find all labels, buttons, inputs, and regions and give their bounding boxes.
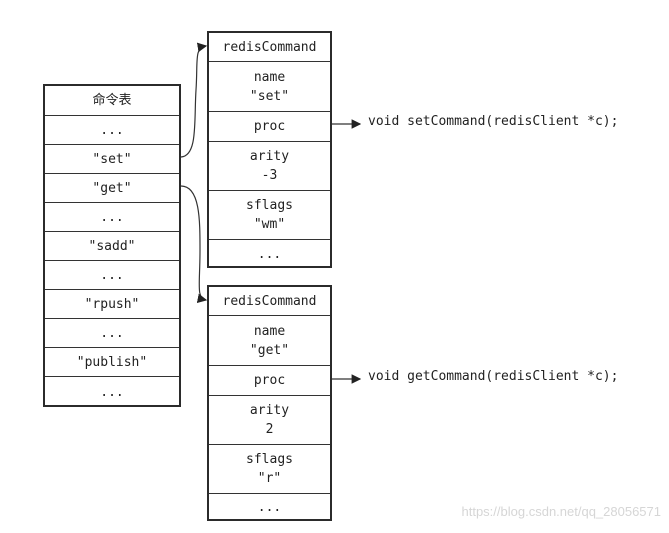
command-table-row-rpush: "rpush" xyxy=(45,289,179,318)
set-pointer-arrow xyxy=(180,42,208,158)
command-table-row: ... xyxy=(45,318,179,347)
command-table-row-get: "get" xyxy=(45,173,179,202)
command-table-row: ... xyxy=(45,260,179,289)
set-command-function: void setCommand(redisClient *c); xyxy=(368,114,619,129)
struct-field-arity: arity-3 xyxy=(209,141,330,190)
struct-header: redisCommand xyxy=(222,39,317,55)
struct-field-more: ... xyxy=(209,239,330,268)
struct-field-proc: proc xyxy=(209,365,330,395)
get-command-function: void getCommand(redisClient *c); xyxy=(368,369,619,384)
get-pointer-arrow xyxy=(180,185,208,304)
command-table-row: ... xyxy=(45,115,179,144)
struct-header: redisCommand xyxy=(222,293,317,309)
command-table-row-sadd: "sadd" xyxy=(45,231,179,260)
set-redis-command-struct: redisCommand name"set" proc arity-3 sfla… xyxy=(207,31,332,268)
command-table-row: ... xyxy=(45,202,179,231)
command-table-row: ... xyxy=(45,376,179,407)
command-table-row-publish: "publish" xyxy=(45,347,179,376)
command-table-row-set: "set" xyxy=(45,144,179,173)
command-table: 命令表 ... "set" "get" ... "sadd" ... "rpus… xyxy=(43,84,181,407)
command-table-title: 命令表 xyxy=(92,93,132,108)
struct-field-sflags: sflags"wm" xyxy=(209,190,330,239)
struct-field-more: ... xyxy=(209,493,330,521)
watermark: https://blog.csdn.net/qq_28056571 xyxy=(461,504,662,519)
struct-field-sflags: sflags"r" xyxy=(209,444,330,493)
struct-field-name: name"set" xyxy=(209,61,330,111)
struct-field-proc: proc xyxy=(209,111,330,141)
struct-field-name: name"get" xyxy=(209,315,330,365)
